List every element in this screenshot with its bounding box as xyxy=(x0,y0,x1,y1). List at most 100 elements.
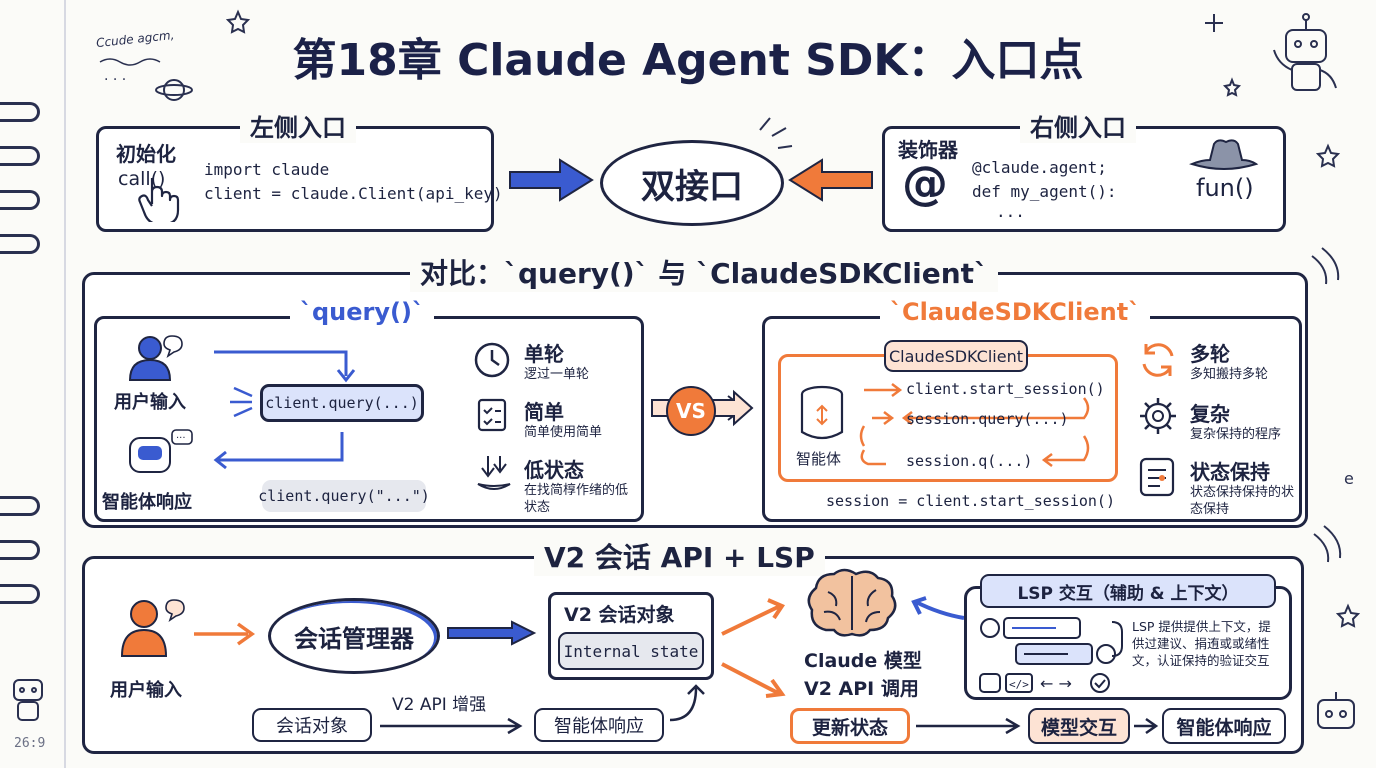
scribble-e: e xyxy=(1344,469,1354,488)
corner-robot-icon xyxy=(1317,692,1355,729)
client-loop-arrows xyxy=(859,383,1090,467)
planet-icon xyxy=(155,79,193,101)
database-icon xyxy=(800,385,844,440)
internal-state-label: Internal state xyxy=(563,641,699,661)
robot-agent-icon: ··· xyxy=(129,429,193,473)
compare-heading: 对比：`query()` 与 `ClaudeSDKClient` xyxy=(410,252,999,292)
client-footer-code: session = client.start_session() xyxy=(826,492,1115,510)
svg-text:···: ··· xyxy=(176,433,186,444)
lsp-chat-icon: </> xyxy=(979,617,1116,693)
lsp-description: LSP 提供提供上下文，提供过建议、捐迶或或绪性文，认证保持的验证交互 xyxy=(1132,619,1271,668)
client-feature-1-title: 多轮 xyxy=(1190,342,1230,366)
small-robot-icon xyxy=(13,679,43,721)
page-title: 第18章 Claude Agent SDK：入口点 xyxy=(292,35,1084,86)
pointer-hand-icon xyxy=(138,178,180,222)
speed-lines-icon xyxy=(759,117,1342,563)
lsp-arrows-label: ← → xyxy=(1040,674,1072,693)
v2-user-input-label: 用户输入 xyxy=(110,680,182,701)
client-feature-2-title: 复杂 xyxy=(1190,402,1230,426)
left-code-line1: import claude xyxy=(204,160,330,179)
cycle-arrows-icon xyxy=(1142,343,1174,377)
model-label-2: V2 API 调用 xyxy=(804,678,919,700)
brain-icon xyxy=(807,568,897,637)
internal-state-box: Internal state xyxy=(558,632,704,670)
client-agent-label: 智能体 xyxy=(796,450,842,468)
cowboy-hat-icon xyxy=(1189,139,1259,170)
query-agent-response-label: 智能体响应 xyxy=(102,492,192,513)
right-code-line1: @claude.agent; xyxy=(972,158,1107,177)
sparkle-icon xyxy=(1205,14,1223,32)
fun-label: fun() xyxy=(1196,174,1254,202)
query-feature-2-desc: 简单使用简单 xyxy=(524,425,603,440)
v2-arrow-1 xyxy=(194,622,256,646)
session-manager-label: 会话管理器 xyxy=(294,624,414,653)
query-flow-arrows xyxy=(213,350,356,470)
vs-badge: VS xyxy=(666,386,716,436)
session-object-small-box: 会话对象 xyxy=(252,708,372,742)
v2-model-arrows xyxy=(721,598,786,698)
robot-icon xyxy=(1273,13,1337,91)
client-header-box-text: ClaudeSDKClient xyxy=(889,346,1023,366)
model-interact-label: 模型交互 xyxy=(1040,716,1117,739)
query-call-example-text: client.query("...") xyxy=(258,487,430,505)
query-call-box-text: client.query(...) xyxy=(265,394,419,412)
lsp-title-box: LSP 交互（辅助 & 上下文） xyxy=(980,574,1276,608)
model-label-1: Claude 模型 xyxy=(804,650,922,672)
right-code-line3: ... xyxy=(996,202,1025,221)
vs-label: VS xyxy=(676,399,706,423)
update-state-label: 更新状态 xyxy=(811,716,888,739)
init-label: 初始化 xyxy=(116,142,176,166)
down-arrows-icon xyxy=(477,456,511,490)
scribble-dots: . . . xyxy=(104,68,126,84)
svg-text:</>: </> xyxy=(1009,678,1029,691)
query-feature-3-title: 低状态 xyxy=(524,458,584,482)
query-heading: `query()` xyxy=(290,298,434,326)
client-flow-3: session.q(...) xyxy=(906,452,1033,470)
agent-response-final-box: 智能体响应 xyxy=(1162,708,1286,744)
right-entry-heading: 右侧入口 xyxy=(1020,108,1136,143)
call-label: call() xyxy=(118,168,166,190)
client-feature-1-desc: 多知搬持多轮 xyxy=(1190,367,1269,382)
lsp-to-model-arrow xyxy=(911,596,965,620)
orange-arrow-left xyxy=(788,158,873,202)
query-feature-2-title: 简单 xyxy=(524,400,564,424)
client-feature-3-title: 状态保持 xyxy=(1190,460,1270,484)
agent-response-small-label: 智能体响应 xyxy=(554,716,644,737)
client-flow-1: client.start_session() xyxy=(906,380,1105,398)
query-feature-1-title: 单轮 xyxy=(524,342,564,366)
query-user-input-label: 用户输入 xyxy=(114,392,186,413)
lsp-bracket-icon xyxy=(1111,621,1123,657)
dual-interface-label: 双接口 xyxy=(641,166,743,207)
decorator-label: 装饰器 xyxy=(898,138,958,162)
state-list-icon xyxy=(1139,457,1175,497)
left-code-line2: client = claude.Client(api_key) xyxy=(204,184,503,203)
blue-arrow-right xyxy=(509,158,594,202)
notebook-rings xyxy=(0,0,60,768)
gear-icon xyxy=(1140,398,1176,434)
session-manager-oval: 会话管理器 xyxy=(268,598,440,674)
model-interact-box: 模型交互 xyxy=(1028,708,1130,744)
star-icon xyxy=(225,9,1361,628)
dual-interface-hub: 双接口 xyxy=(600,140,784,226)
query-feature-3-desc: 在找简椁作绪的低状态 xyxy=(524,483,629,515)
user-icon xyxy=(128,335,183,381)
left-entry-heading: 左侧入口 xyxy=(240,108,356,143)
notebook-margin-line xyxy=(64,0,66,768)
v2-arrow-2 xyxy=(447,620,537,646)
api-enhance-label: V2 API 增强 xyxy=(392,695,487,715)
curved-up-arrow xyxy=(669,684,705,722)
client-feature-2-desc: 复杂保持的程序 xyxy=(1190,427,1282,442)
session-object-title: V2 会话对象 xyxy=(564,604,675,626)
model-to-response-arrow xyxy=(1134,717,1159,735)
update-state-box: 更新状态 xyxy=(790,708,910,744)
query-call-example: client.query("...") xyxy=(258,480,430,512)
clock-icon xyxy=(474,342,510,378)
v2-heading: V2 会话 API + LSP xyxy=(534,536,825,576)
client-feature-3-desc: 状态保持保持的状态保持 xyxy=(1190,485,1295,517)
right-code-line2: def my_agent(): xyxy=(972,182,1117,201)
query-call-box: client.query(...) xyxy=(260,384,424,422)
checklist-icon xyxy=(477,398,507,432)
agent-response-final-label: 智能体响应 xyxy=(1176,716,1272,739)
update-to-model-arrow xyxy=(916,717,1021,735)
